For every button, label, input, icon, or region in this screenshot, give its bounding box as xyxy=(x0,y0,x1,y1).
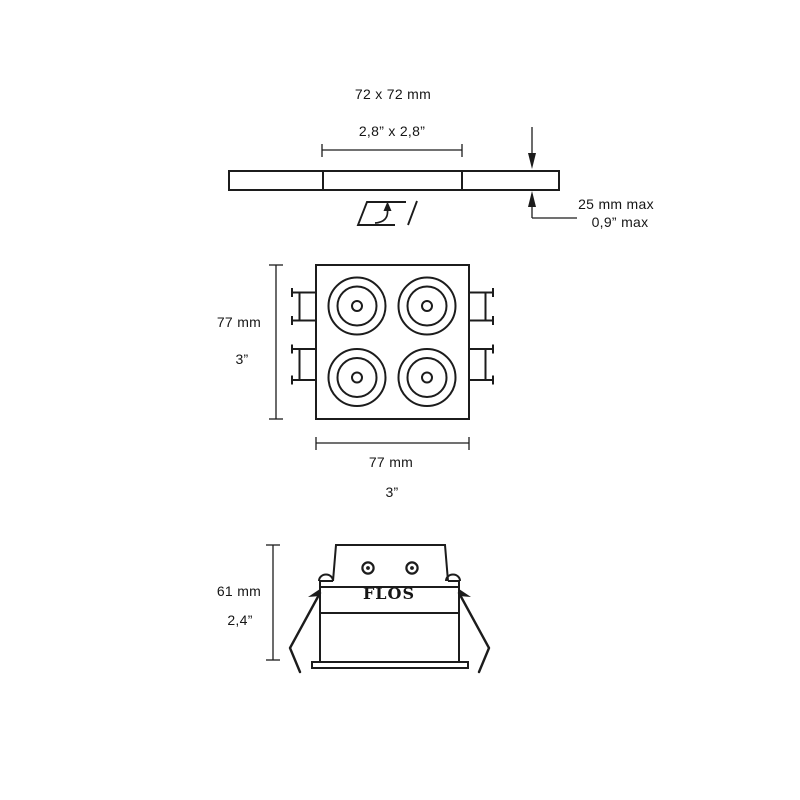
arrow-down-icon xyxy=(528,153,536,169)
front-view: 77 mm 3” xyxy=(217,264,494,500)
height-dimension-in-label: 3” xyxy=(235,351,248,367)
arrow-up-icon xyxy=(528,191,536,207)
spotlight-lens xyxy=(327,276,387,336)
trim-plate-profile xyxy=(228,170,560,191)
cutout-dimension-mm-label: 72 x 72 mm xyxy=(355,86,431,102)
mounting-clip xyxy=(469,288,494,325)
recess-depth-in-label: 0,9” max xyxy=(592,214,649,230)
clip-tab xyxy=(308,589,320,597)
spring-clip-leg xyxy=(457,591,491,674)
top-profile-view: 72 x 72 mm 2,8” x 2,8” 25 mm max 0,9” ma… xyxy=(228,86,654,230)
height-dimension-line xyxy=(266,544,280,661)
height-dimension-line xyxy=(269,264,283,420)
spotlight-lens xyxy=(397,348,457,407)
mounting-clip xyxy=(291,288,316,325)
width-dimension-mm-label: 77 mm xyxy=(369,454,413,470)
recess-depth-mm-label: 25 mm max xyxy=(578,196,654,212)
clip-tab xyxy=(459,589,471,597)
brand-logo: FLOS xyxy=(363,584,415,603)
spotlight-lens xyxy=(327,348,387,407)
cutout-dimension-in-label: 2,8” x 2,8” xyxy=(359,123,425,139)
spotlight-lens xyxy=(397,276,457,336)
height-dimension-mm-label: 77 mm xyxy=(217,314,261,330)
adjustable-tilt-icon xyxy=(356,200,418,226)
side-view: 61 mm 2,4” FLOS xyxy=(217,544,491,674)
recess-depth-arrows xyxy=(528,127,577,219)
screw-icon xyxy=(361,561,375,575)
spring-clip-leg xyxy=(288,591,322,674)
spring-anchor-curl xyxy=(445,573,461,582)
driver-box xyxy=(318,544,461,587)
width-dimension-line xyxy=(315,437,470,450)
mounting-clip xyxy=(291,344,316,385)
height-dimension-in-label: 2,4” xyxy=(227,612,252,628)
mounting-clip xyxy=(469,344,494,385)
cutout-dimension-line xyxy=(321,144,463,157)
fixture-face-outline xyxy=(315,264,470,420)
fixture-body-outline xyxy=(319,612,460,663)
screw-icon xyxy=(405,561,419,575)
spring-anchor-curl xyxy=(318,573,334,582)
height-dimension-mm-label: 61 mm xyxy=(217,583,261,599)
width-dimension-in-label: 3” xyxy=(385,484,398,500)
trim-flange xyxy=(311,661,469,669)
